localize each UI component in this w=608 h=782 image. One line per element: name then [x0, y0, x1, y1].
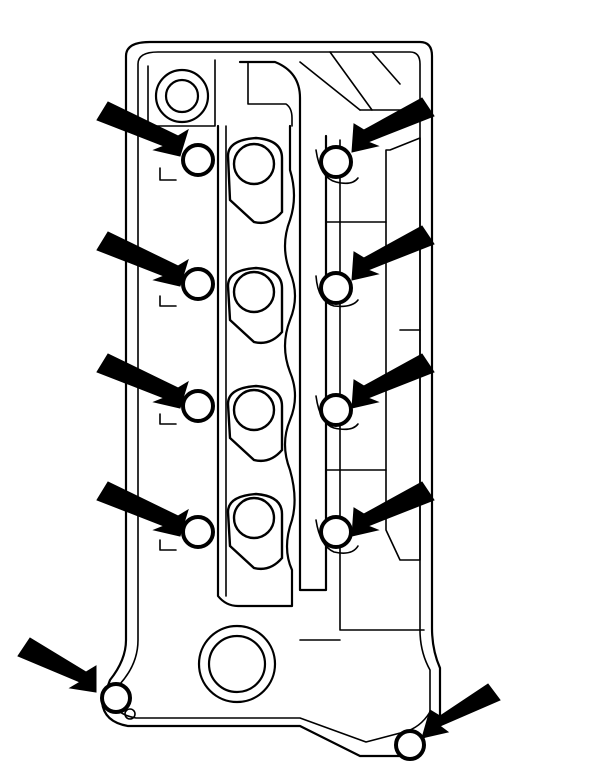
arrow-bolt-left-2: [96, 231, 189, 287]
bolt-lower-right: [394, 729, 426, 761]
bolt-right-1: [319, 145, 353, 179]
bolt-left-1: [181, 143, 215, 177]
lower-port-outer: [197, 624, 277, 704]
plug-tube-column-left: [216, 124, 297, 608]
filler-cap-inner: [164, 78, 200, 114]
bolt-left-3: [181, 389, 215, 423]
left-boss-3: [159, 413, 177, 425]
arrow-bolt-right-4: [351, 481, 435, 537]
diagonal-rib-1: [299, 61, 361, 111]
left-boss-2: [159, 295, 177, 307]
arrow-bolt-lower-right: [421, 683, 501, 739]
breather-inner: [247, 61, 293, 127]
arrow-bolt-right-2: [351, 225, 435, 281]
filler-cap-outer: [154, 68, 210, 124]
diagonal-rib-2: [329, 51, 373, 111]
plug-tube-3: [226, 384, 284, 463]
diagonal-rib-3: [371, 51, 401, 85]
plug-tube-1: [226, 136, 284, 225]
arrow-bolt-lower-left: [17, 637, 97, 693]
arrow-bolt-right-1: [351, 97, 435, 153]
bolt-right-3: [319, 393, 353, 427]
right-boss-2: [315, 275, 359, 308]
plug-tube-4: [226, 492, 284, 571]
bolt-lower-left: [100, 682, 132, 714]
arrow-bolt-right-3: [351, 353, 435, 409]
arrow-bolt-left-4: [96, 481, 189, 537]
filler-boss: [147, 59, 216, 127]
left-boss-1: [159, 167, 177, 181]
left-boss-4: [159, 539, 177, 551]
breather-housing: [238, 60, 328, 592]
cover-outer-outline: [100, 40, 442, 758]
arrow-bolt-left-1: [96, 101, 189, 157]
bolt-right-2: [319, 271, 353, 305]
bolt-left-4: [181, 515, 215, 549]
plug-tube-2: [226, 266, 284, 345]
right-rail-outer: [385, 137, 421, 561]
lower-left-pin: [124, 708, 136, 720]
bolt-right-4: [319, 515, 353, 549]
arrow-bolt-left-3: [96, 353, 189, 409]
lower-port-inner: [207, 634, 267, 694]
bolt-left-2: [181, 267, 215, 301]
